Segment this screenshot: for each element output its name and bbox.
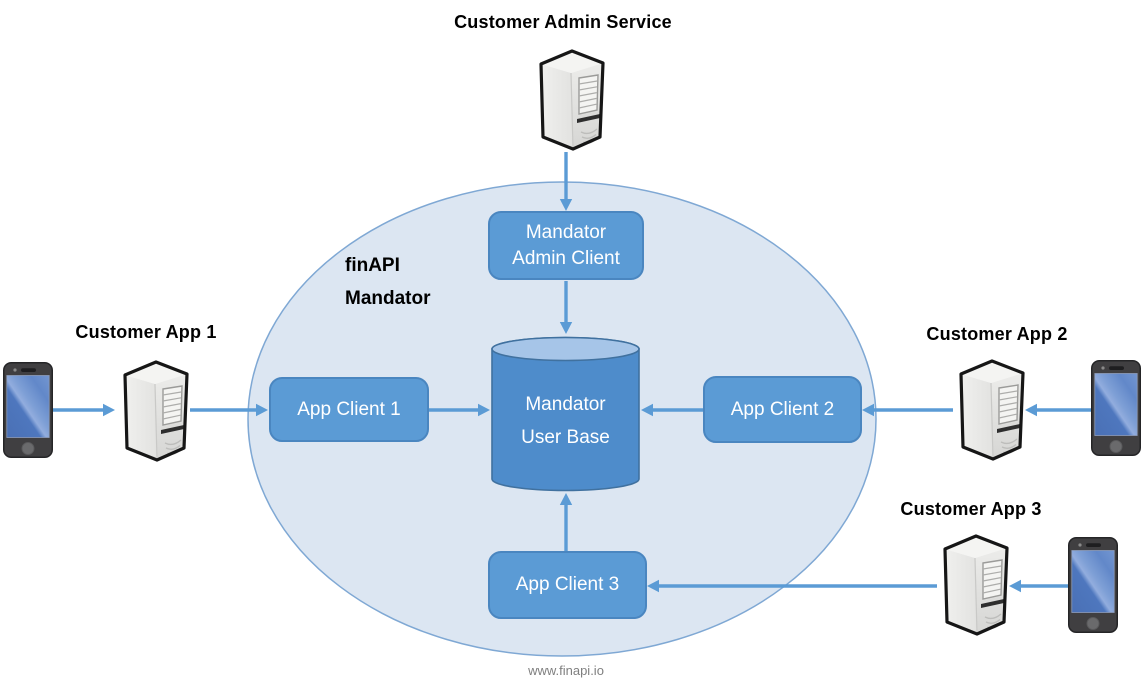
customer-app-3-smartphone-icon	[1068, 537, 1118, 633]
customer-app-2-server-icon	[959, 359, 1025, 461]
mandator-user-base-cylinder	[491, 336, 640, 492]
customer-app-3-server-icon	[943, 534, 1009, 636]
customer-app-2-smartphone-icon	[1091, 360, 1141, 456]
edge-app-client-1-to-user-base	[429, 403, 490, 417]
edge-phone1-to-server1	[53, 403, 115, 417]
mandator-admin-client-label: Mandator Admin Client	[512, 221, 620, 269]
mandator-user-base-label: Mandator User Base	[521, 394, 610, 448]
customer-admin-service-server-icon	[539, 49, 605, 151]
edge-phone2-to-server2	[1025, 403, 1092, 417]
edge-app-client-3-to-user-base	[559, 493, 573, 551]
app-client-1-label: App Client 1	[297, 398, 401, 420]
edge-server2-to-app-client-2	[862, 403, 953, 417]
edge-server3-to-app-client-3	[647, 579, 937, 593]
customer-admin-service-label: Customer Admin Service	[454, 12, 672, 32]
edge-server1-to-app-client-1	[190, 403, 268, 417]
app-client-2-node: App Client 2	[703, 376, 862, 443]
customer-app-2-label: Customer App 2	[926, 324, 1068, 344]
customer-app-3-label: Customer App 3	[900, 499, 1042, 519]
app-client-3-label: App Client 3	[515, 574, 620, 595]
mandator-admin-client-node: Mandator Admin Client	[488, 211, 644, 280]
customer-app-1-server-icon	[123, 360, 189, 462]
customer-app-1-smartphone-icon	[3, 362, 53, 458]
app-client-3-node: App Client 3	[488, 551, 647, 619]
edge-admin-client-to-user-base	[559, 281, 573, 334]
finapi-mandator-label: finAPI Mandator	[345, 255, 431, 309]
customer-app-1-label: Customer App 1	[75, 322, 217, 342]
connection-arrows	[53, 152, 1092, 593]
app-client-1-node: App Client 1	[269, 377, 429, 442]
app-client-2-label: App Client 2	[730, 398, 835, 420]
edge-admin-service-to-admin-client	[559, 152, 573, 211]
edge-phone3-to-server3	[1009, 579, 1068, 593]
footer-url: www.finapi.io	[528, 663, 604, 678]
edge-app-client-2-to-user-base	[641, 403, 703, 417]
